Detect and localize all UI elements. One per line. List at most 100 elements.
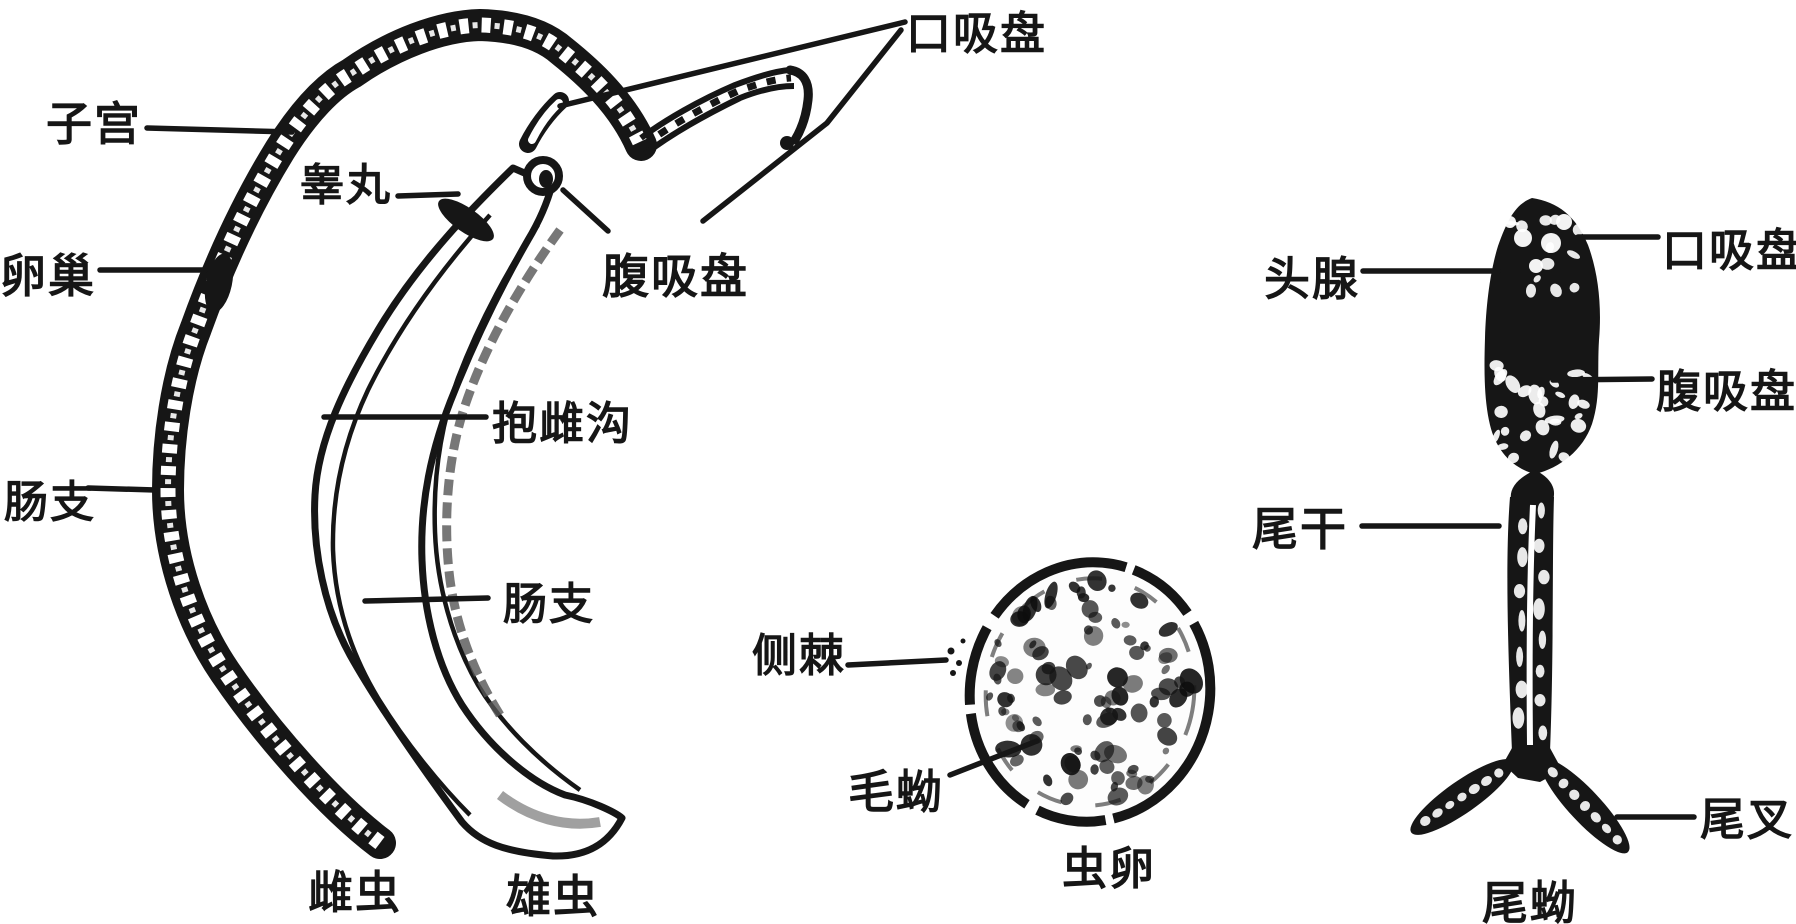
texture-blob [1568, 394, 1580, 409]
texture-blob [1537, 502, 1545, 519]
texture-blob [1505, 375, 1521, 393]
texture-blob [1579, 801, 1591, 811]
egg-shell [964, 557, 1216, 827]
egg [947, 557, 1216, 827]
texture-blob [994, 639, 1002, 648]
texture-blob [1518, 518, 1528, 535]
texture-blob [1555, 391, 1566, 398]
testes-mass [438, 198, 494, 242]
egg-shell-inner [983, 576, 1197, 808]
texture-blob [1044, 581, 1058, 609]
oral-sucker-leader-line-female [700, 27, 904, 224]
oral-sucker-label: 口吸盘 [906, 7, 1047, 60]
texture-blob [1493, 369, 1508, 386]
uterus-leader-line [144, 125, 295, 135]
texture-blob [1558, 778, 1569, 789]
male-ventral-sucker-core [539, 170, 553, 188]
texture-blob [1096, 712, 1117, 728]
texture-blob [1053, 690, 1072, 705]
texture-blob [1090, 764, 1099, 775]
texture-blob [1129, 645, 1145, 660]
texture-blob [1500, 426, 1510, 436]
texture-blob [1481, 776, 1492, 786]
texture-blob [1007, 668, 1024, 685]
texture-blob [1539, 215, 1552, 226]
texture-blob [1550, 283, 1562, 298]
texture-blob [1432, 808, 1443, 818]
labels: 子宫 睾丸 卵巢 肠支 口吸盘 腹吸盘 抱雌沟 肠支 雌虫 雄虫 侧棘 毛蚴 虫… [0, 7, 1796, 924]
texture-blob [1123, 635, 1137, 646]
texture-blob [1149, 696, 1160, 708]
texture-blob [1516, 220, 1528, 233]
male-body-outline [311, 164, 626, 860]
texture-blob [1090, 750, 1101, 761]
texture-blob [1507, 452, 1520, 464]
gynecophoric-canal-female [442, 227, 564, 718]
texture-blob [1179, 681, 1195, 697]
texture-blob [1612, 835, 1622, 845]
texture-blob [1505, 221, 1520, 226]
texture-blob [1468, 783, 1480, 795]
texture-blob [1601, 823, 1612, 834]
female-anterior [639, 65, 813, 157]
testes-label: 睾丸 [300, 160, 392, 211]
cercaria-ventral-sucker-label: 腹吸盘 [1656, 365, 1796, 418]
texture-blob [1137, 775, 1154, 795]
texture-blob [1035, 664, 1057, 686]
miracidium-label: 毛蚴 [848, 765, 944, 819]
leader-lines [85, 19, 1697, 820]
texture-blob [1158, 622, 1178, 637]
texture-blob [1540, 258, 1555, 270]
cercaria-tail-texture [1420, 502, 1622, 845]
texture-blob [1022, 595, 1038, 622]
female-body-stipple-1 [160, 17, 648, 849]
texture-blob [1569, 789, 1580, 800]
texture-blob [1005, 714, 1024, 732]
texture-blob [1549, 418, 1562, 426]
egg-texture [986, 570, 1204, 806]
texture-blob [1494, 405, 1508, 419]
texture-blob [1083, 626, 1104, 646]
texture-blob [1043, 774, 1053, 787]
lateral-spine-label: 侧棘 [752, 629, 846, 682]
texture-blob [1158, 678, 1179, 696]
texture-blob [1104, 744, 1127, 764]
texture-blob [1111, 771, 1125, 786]
texture-blob [1457, 792, 1467, 802]
texture-blob [1535, 419, 1550, 436]
texture-blob [1517, 385, 1532, 398]
texture-blob [1143, 644, 1151, 652]
ovary-label: 卵巢 [0, 249, 96, 303]
egg-caption: 虫卵 [1062, 842, 1156, 895]
texture-blob [1549, 440, 1559, 459]
female-worm-caption: 雌虫 [308, 866, 402, 919]
lateral-spine-marks [947, 638, 966, 676]
female-oral-sucker [780, 136, 794, 150]
texture-blob [1064, 755, 1081, 773]
texture-blob [1070, 745, 1082, 753]
texture-blob [1068, 581, 1081, 593]
texture-blob [1111, 618, 1121, 629]
texture-blob [1087, 570, 1107, 592]
texture-blob [1108, 584, 1116, 592]
texture-blob [1572, 223, 1584, 236]
texture-blob [1492, 429, 1500, 443]
texture-blob [1558, 452, 1570, 463]
texture-blob [1082, 714, 1092, 726]
texture-blob [1515, 680, 1528, 699]
texture-blob [1570, 418, 1587, 433]
texture-blob [1162, 747, 1170, 755]
texture-blob [1574, 413, 1583, 420]
texture-blob [1518, 610, 1526, 632]
texture-blob [1569, 282, 1580, 293]
male-worm-caption: 雄虫 [506, 870, 600, 923]
texture-blob [1157, 727, 1178, 746]
texture-blob [1107, 667, 1128, 688]
uterus-label: 子宫 [46, 97, 142, 151]
texture-blob [1065, 655, 1088, 680]
texture-blob [1100, 696, 1112, 709]
intestinal-branch-male-leader-line [362, 595, 491, 604]
gynecophoric-canal-label: 抱雌沟 [492, 397, 633, 450]
intestinal-branch-male-label: 肠支 [503, 579, 595, 630]
